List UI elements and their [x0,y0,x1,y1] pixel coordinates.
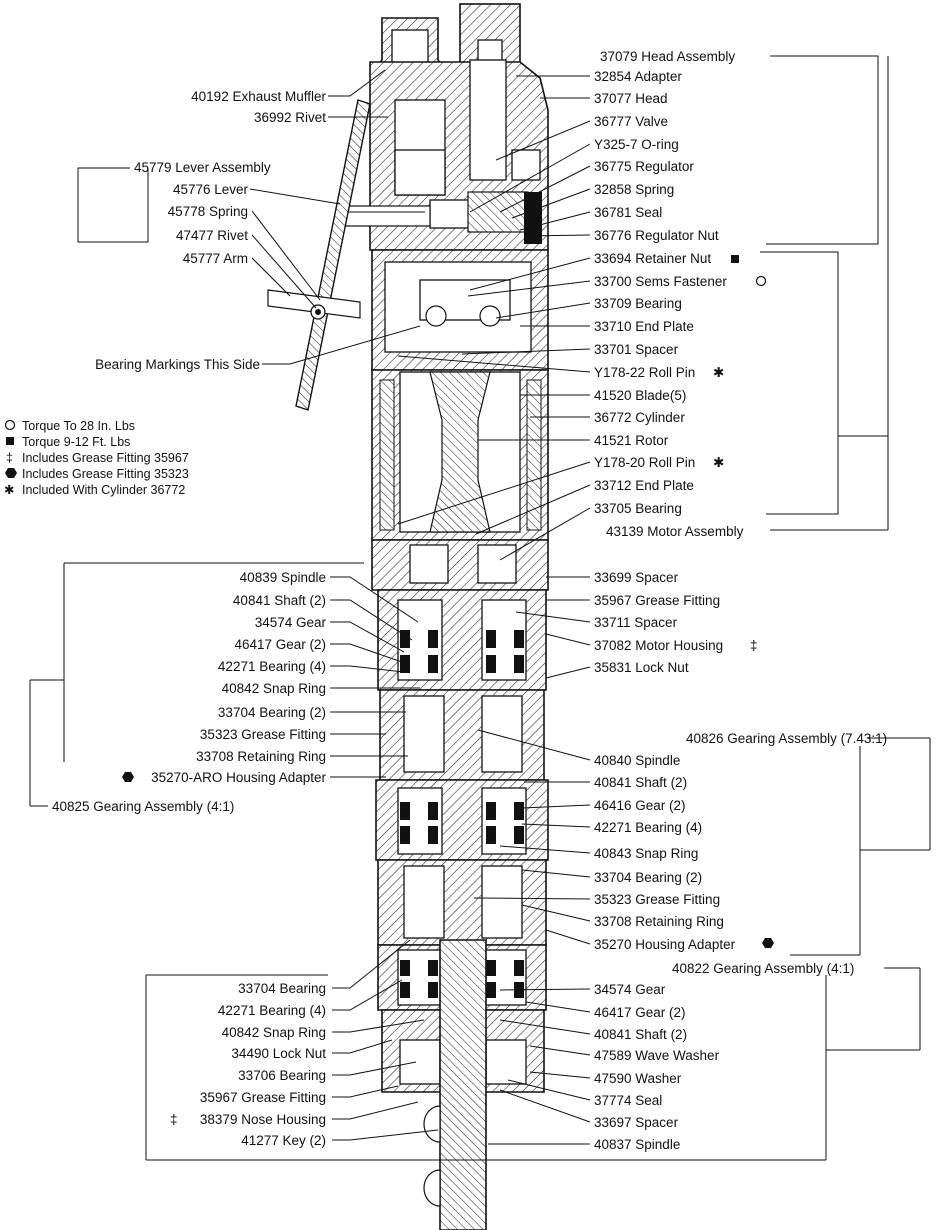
legend: Torque To 28 In. Lbs Torque 9-12 Ft. Lbs… [4,419,189,497]
label-40839: 40839 Spindle [240,570,326,585]
label-33710: 33710 End Plate [594,319,694,334]
label-40822: 40822 Gearing Assembly (4:1) [672,961,854,976]
label-45778: 45778 Spring [168,204,248,219]
legend-hexagon: Includes Grease Fitting 35323 [22,467,189,481]
label-34490: 34490 Lock Nut [231,1046,326,1061]
legend-asterisk: Included With Cylinder 36772 [22,483,185,497]
label-47589: 47589 Wave Washer [594,1048,720,1063]
square-icon [6,437,14,445]
label-42271-b: 42271 Bearing (4) [594,820,702,835]
label-36776: 36776 Regulator Nut [594,228,719,243]
label-33706: 33706 Bearing [238,1068,326,1083]
label-33701: 33701 Spacer [594,342,679,357]
label-40842-a: 40842 Snap Ring [222,681,326,696]
hexagon-icon [5,468,17,478]
dagger-symbol-38379: ‡ [170,1112,178,1127]
label-37079: 37079 Head Assembly [600,49,735,64]
label-40843: 40843 Snap Ring [594,846,698,861]
square-icon [731,255,739,263]
label-45777: 45777 Arm [183,251,248,266]
label-36777: 36777 Valve [594,114,668,129]
label-37082: 37082 Motor Housing [594,638,723,653]
label-37774: 37774 Seal [594,1093,662,1108]
label-45779: 45779 Lever Assembly [134,160,271,175]
label-40841-c: 40841 Shaft (2) [594,1027,687,1042]
label-43139: 43139 Motor Assembly [606,524,744,539]
asterisk-symbol-y17822: ✱ [713,365,724,380]
label-y325: Y325-7 O-ring [594,137,679,152]
label-36775: 36775 Regulator [594,159,694,174]
hexagon-icon [122,772,134,782]
label-46417-a: 46417 Gear (2) [234,637,326,652]
label-35831: 35831 Lock Nut [594,660,689,675]
label-40192: 40192 Exhaust Muffler [191,89,326,104]
label-33697: 33697 Spacer [594,1115,679,1130]
label-34574-b: 34574 Gear [594,982,666,997]
label-36781: 36781 Seal [594,205,662,220]
assembly-title-connectors [770,55,780,531]
label-37077: 37077 Head [594,91,668,106]
label-33709: 33709 Bearing [594,296,682,311]
label-33712: 33712 End Plate [594,478,694,493]
label-33694: 33694 Retainer Nut [594,251,711,266]
label-35323-b: 35323 Grease Fitting [594,892,720,907]
label-33704-a: 33704 Bearing (2) [218,705,326,720]
label-40842-b: 40842 Snap Ring [222,1025,326,1040]
label-42271-c: 42271 Bearing (4) [218,1003,326,1018]
right-labels: 37079 Head Assembly 32854 Adapter 37077 … [594,49,887,1152]
label-40841-b: 40841 Shaft (2) [594,775,687,790]
left-labels: 40192 Exhaust Muffler 36992 Rivet 45779 … [52,89,326,1148]
hexagon-icon [762,938,774,948]
label-46417-b: 46417 Gear (2) [594,1005,686,1020]
dagger-symbol-legend: ‡ [6,451,13,465]
label-33711: 33711 Spacer [594,615,678,630]
label-35270-b: 35270 Housing Adapter [594,937,736,952]
assembly-brackets [29,55,931,1161]
label-32858: 32858 Spring [594,182,674,197]
label-bearing-markings: Bearing Markings This Side [95,357,260,372]
label-33704-b: 33704 Bearing [238,981,326,996]
label-47477: 47477 Rivet [176,228,248,243]
dagger-symbol-37082: ‡ [750,638,758,653]
label-33708-b: 33708 Retaining Ring [594,914,724,929]
circle-icon [755,275,767,287]
label-y17822: Y178-22 Roll Pin [594,365,695,380]
legend-dagger: Includes Grease Fitting 35967 [22,451,189,465]
legend-square: Torque 9-12 Ft. Lbs [22,435,130,449]
circle-icon [4,419,16,431]
label-36772: 36772 Cylinder [594,410,685,425]
label-33705: 33705 Bearing [594,501,682,516]
label-35967-a: 35967 Grease Fitting [594,593,720,608]
label-45776: 45776 Lever [173,182,249,197]
label-40841-a: 40841 Shaft (2) [233,593,326,608]
label-40837: 40837 Spindle [594,1137,680,1152]
leader-lines [249,69,591,1145]
label-41277: 41277 Key (2) [241,1133,326,1148]
label-33704-c: 33704 Bearing (2) [594,870,702,885]
label-34574-a: 34574 Gear [255,615,327,630]
label-32854: 32854 Adapter [594,69,682,84]
label-33708-a: 33708 Retaining Ring [196,749,326,764]
asterisk-symbol-legend: ✱ [4,483,15,497]
label-41520: 41520 Blade(5) [594,388,686,403]
label-47590: 47590 Washer [594,1071,682,1086]
label-40825: 40825 Gearing Assembly (4:1) [52,799,234,814]
legend-circle: Torque To 28 In. Lbs [22,419,135,433]
label-33699: 33699 Spacer [594,570,679,585]
label-y17820: Y178-20 Roll Pin [594,455,695,470]
asterisk-symbol-y17820: ✱ [713,455,724,470]
tool-body [267,3,549,1230]
label-46416: 46416 Gear (2) [594,798,686,813]
label-40840: 40840 Spindle [594,753,680,768]
label-40826: 40826 Gearing Assembly (7.43:1) [686,731,887,746]
label-35270-a: 35270-ARO Housing Adapter [151,770,326,785]
label-38379: 38379 Nose Housing [200,1112,326,1127]
label-42271-a: 42271 Bearing (4) [218,659,326,674]
label-36992: 36992 Rivet [254,110,326,125]
label-41521: 41521 Rotor [594,433,669,448]
label-33700: 33700 Sems Fastener [594,274,727,289]
label-35323-a: 35323 Grease Fitting [200,727,326,742]
label-35967-b: 35967 Grease Fitting [200,1090,326,1105]
